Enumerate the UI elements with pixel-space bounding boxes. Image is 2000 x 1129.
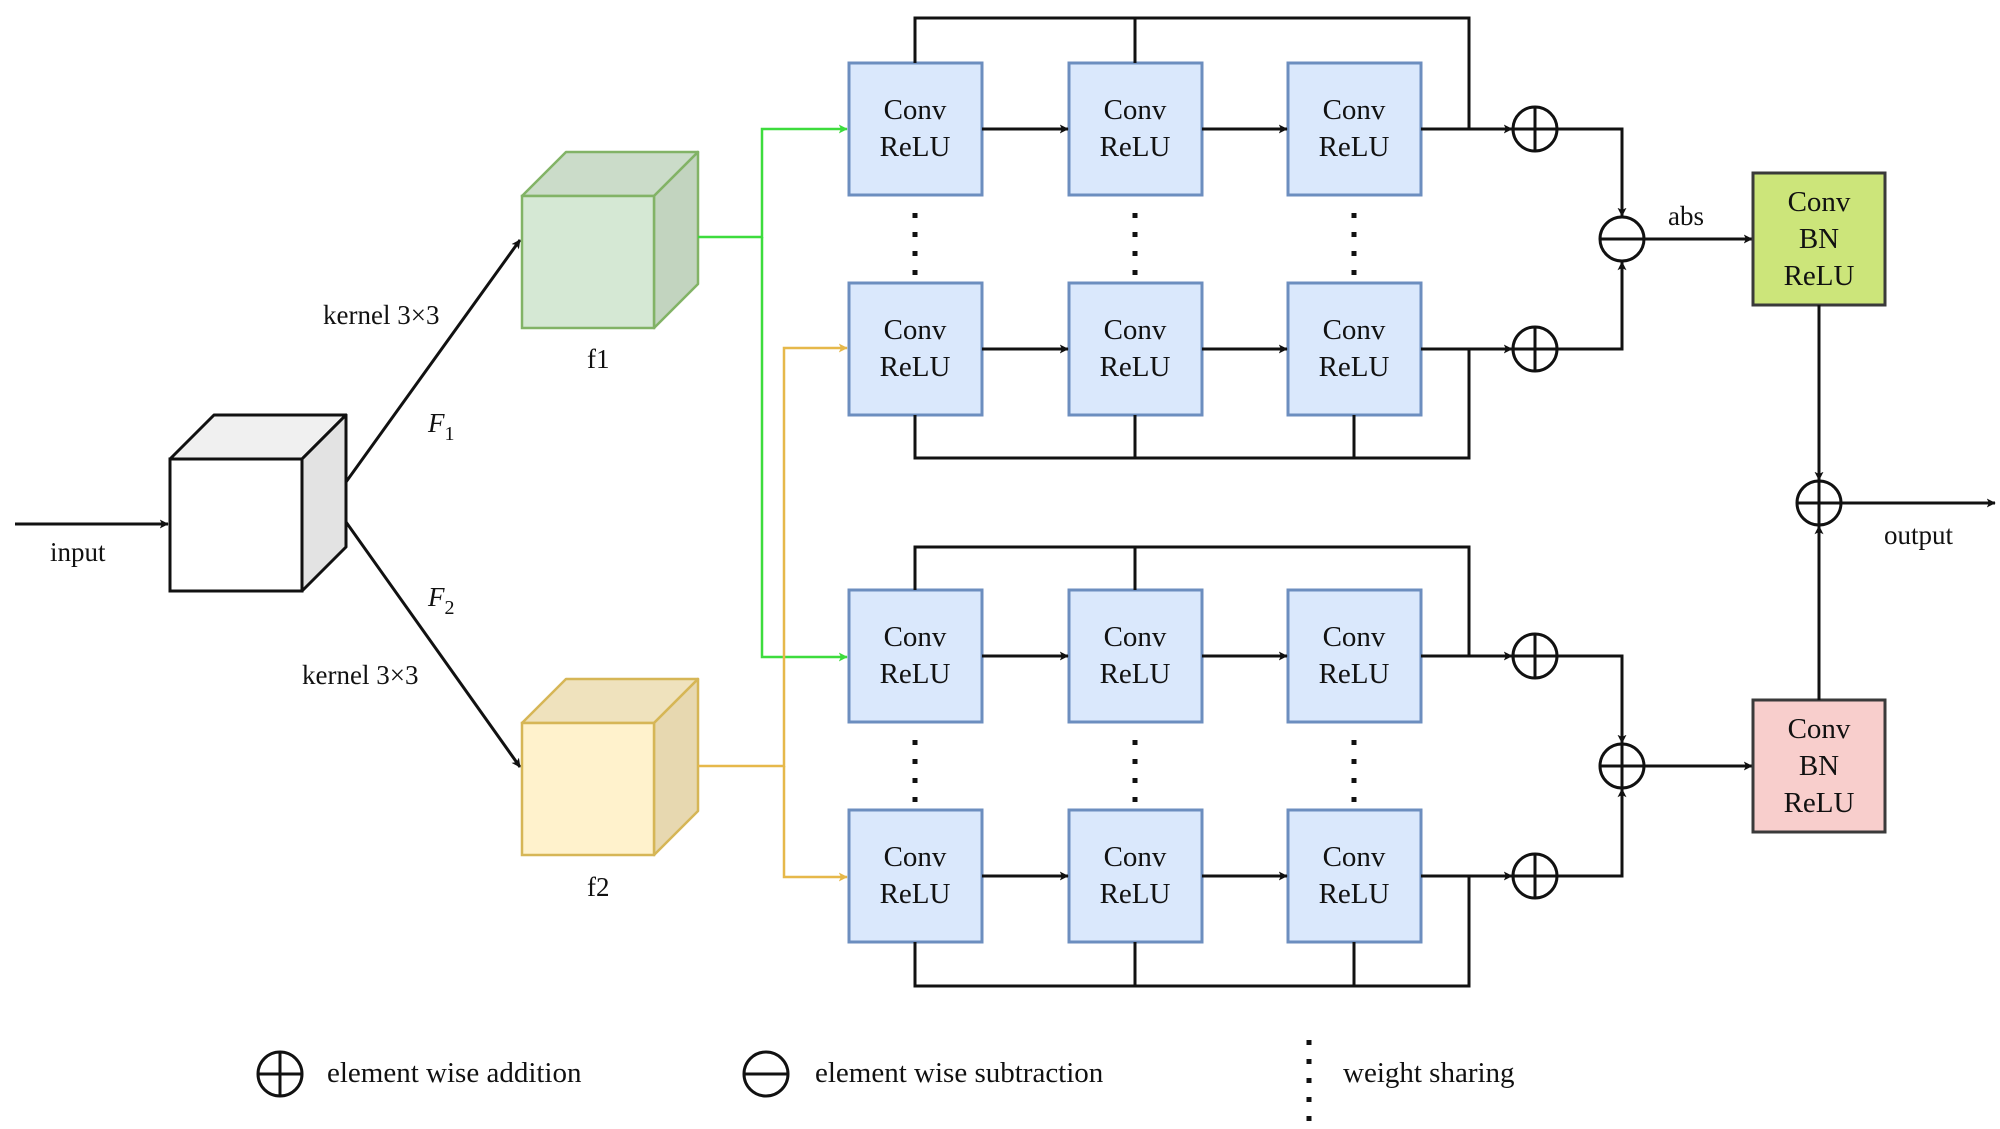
output-label: output	[1884, 520, 1954, 550]
combine-in-arrow	[1557, 654, 1627, 744]
f2-routing	[698, 343, 848, 882]
relu-label: ReLU	[1100, 131, 1171, 163]
feature-label-f2: f2	[587, 872, 610, 902]
combine-addition	[1598, 742, 1646, 790]
skip-add-r2	[1511, 325, 1559, 373]
skip-rail-top	[913, 545, 1471, 656]
head-label-relu: ReLU	[1784, 787, 1855, 819]
conv-label: Conv	[1323, 621, 1386, 653]
relu-label: ReLU	[880, 658, 951, 690]
conv-label: Conv	[1323, 841, 1386, 873]
head-label-conv: Conv	[1788, 186, 1851, 218]
path-label-f1: F1	[427, 408, 455, 445]
head-label-bn: BN	[1799, 223, 1839, 255]
relu-label: ReLU	[1319, 878, 1390, 910]
combine-in-arrow	[1557, 261, 1627, 351]
legend-subtraction-label: element wise subtraction	[815, 1057, 1104, 1089]
relu-label: ReLU	[1319, 658, 1390, 690]
kernel-label-2: kernel 3×3	[302, 660, 418, 690]
cube-front-face	[520, 721, 656, 857]
final-fusion: output	[1795, 305, 1996, 700]
head-label-bn: BN	[1799, 750, 1839, 782]
conv-label: Conv	[1104, 94, 1167, 126]
skip-add-r1	[1511, 105, 1559, 153]
relu-label: ReLU	[1100, 658, 1171, 690]
siamese-module-bottom: ConvReLUConvReLUConvReLUConvReLUConvReLU…	[847, 545, 1887, 988]
conv-label: Conv	[1323, 94, 1386, 126]
skip-rail-bottom	[913, 876, 1471, 988]
relu-label: ReLU	[880, 351, 951, 383]
conv-label: Conv	[1104, 621, 1167, 653]
conv-label: Conv	[1104, 314, 1167, 346]
head-label-relu: ReLU	[1784, 260, 1855, 292]
input-label: input	[50, 537, 106, 567]
skip-add-r1	[1511, 632, 1559, 680]
cube-front-face	[520, 194, 656, 330]
conv-label: Conv	[1104, 841, 1167, 873]
path-label-f2: F2	[427, 582, 455, 619]
head-label-conv: Conv	[1788, 713, 1851, 745]
combine-in-arrow	[1557, 127, 1627, 217]
combine-in-arrow	[1557, 788, 1627, 878]
element-wise-addition-icon	[256, 1050, 304, 1098]
conv-label: Conv	[884, 621, 947, 653]
skip-add-r2	[1511, 852, 1559, 900]
legend-weight-sharing-label: weight sharing	[1343, 1057, 1515, 1089]
relu-label: ReLU	[1319, 351, 1390, 383]
feature-label-f1: f1	[587, 344, 610, 374]
relu-label: ReLU	[1319, 131, 1390, 163]
f2-conv-arrow	[344, 521, 522, 768]
relu-label: ReLU	[880, 131, 951, 163]
combine-subtraction	[1598, 215, 1646, 263]
conv-label: Conv	[884, 94, 947, 126]
cube-front-face	[168, 457, 304, 593]
abs-label: abs	[1668, 201, 1704, 231]
f1-routing	[698, 124, 848, 662]
conv-label: Conv	[1323, 314, 1386, 346]
legend: element wise addition element wise subtr…	[256, 1040, 1515, 1122]
element-wise-subtraction-icon	[742, 1050, 790, 1098]
skip-rail-top	[913, 16, 1471, 129]
relu-label: ReLU	[1100, 878, 1171, 910]
siamese-module-top: ConvReLUConvReLUConvReLUConvReLUConvReLU…	[847, 16, 1887, 460]
kernel-label-1: kernel 3×3	[323, 300, 439, 330]
input-tensor-cube	[168, 413, 348, 593]
legend-addition-label: element wise addition	[327, 1057, 582, 1089]
relu-label: ReLU	[880, 878, 951, 910]
skip-rail-bottom	[913, 349, 1471, 460]
conv-label: Conv	[884, 841, 947, 873]
feature-cube-f1	[520, 150, 700, 330]
relu-label: ReLU	[1100, 351, 1171, 383]
f1-conv-arrow	[344, 239, 522, 483]
final-add	[1795, 479, 1843, 527]
feature-cube-f2	[520, 677, 700, 857]
conv-label: Conv	[884, 314, 947, 346]
